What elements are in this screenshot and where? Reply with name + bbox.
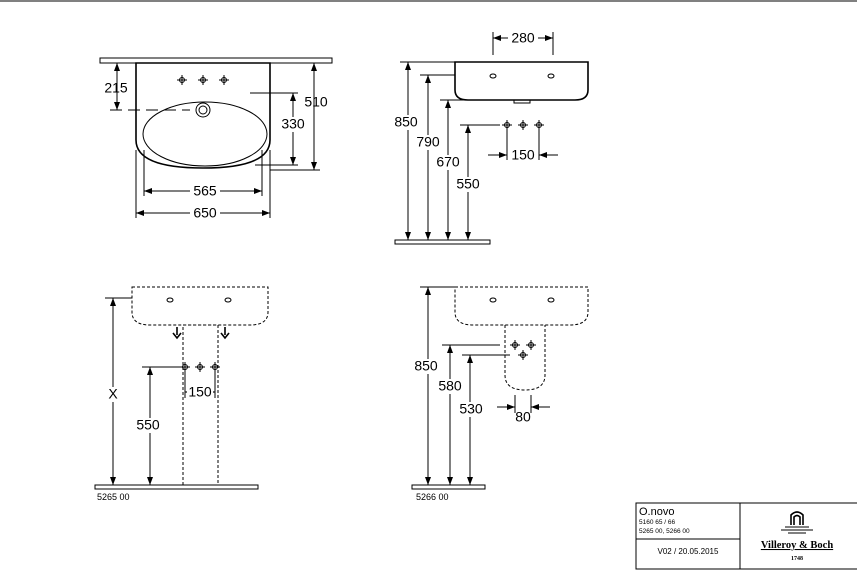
product-codes: 5160 65 / 66 (639, 519, 676, 526)
pedestal-view: X 550 150 5265 00 (94, 286, 269, 502)
title-block: O.novo 5160 65 / 66 5265 00, 5266 00 V02… (635, 502, 857, 570)
dim-550: 550 (456, 176, 480, 192)
dim-215: 215 (104, 80, 128, 96)
side-view: 280 850 790 670 550 150 (393, 30, 589, 245)
dim-550: 550 (136, 417, 160, 433)
dim-670: 670 (436, 154, 460, 170)
top-view: 215 510 330 565 650 (99, 57, 333, 221)
model-code: 5265 00 (97, 492, 130, 502)
svg-text:1748: 1748 (791, 556, 803, 562)
dim-150: 150 (511, 147, 535, 163)
product-name: O.novo (639, 506, 674, 518)
dim-790: 790 (416, 134, 440, 150)
dim-x: X (108, 386, 118, 402)
semi-pedestal-view: 850 580 530 80 5266 00 (411, 286, 589, 502)
dim-80: 80 (515, 409, 531, 425)
dim-565: 565 (193, 183, 217, 199)
svg-text:Villeroy & Boch: Villeroy & Boch (761, 540, 833, 551)
dim-650: 650 (193, 205, 217, 221)
dim-580: 580 (438, 378, 462, 394)
dim-510: 510 (304, 94, 328, 110)
dim-150: 150 (188, 384, 212, 400)
dim-530: 530 (459, 401, 483, 417)
villeroy-boch-logo: Villeroy & Boch 1748 (761, 511, 833, 562)
dim-280: 280 (511, 30, 535, 46)
product-codes-2: 5265 00, 5266 00 (639, 528, 690, 535)
dim-850: 850 (394, 114, 418, 130)
dim-850: 850 (414, 358, 438, 374)
version-date: V02 / 20.05.2015 (658, 547, 719, 556)
dim-330: 330 (281, 116, 305, 132)
model-code: 5266 00 (416, 492, 449, 502)
